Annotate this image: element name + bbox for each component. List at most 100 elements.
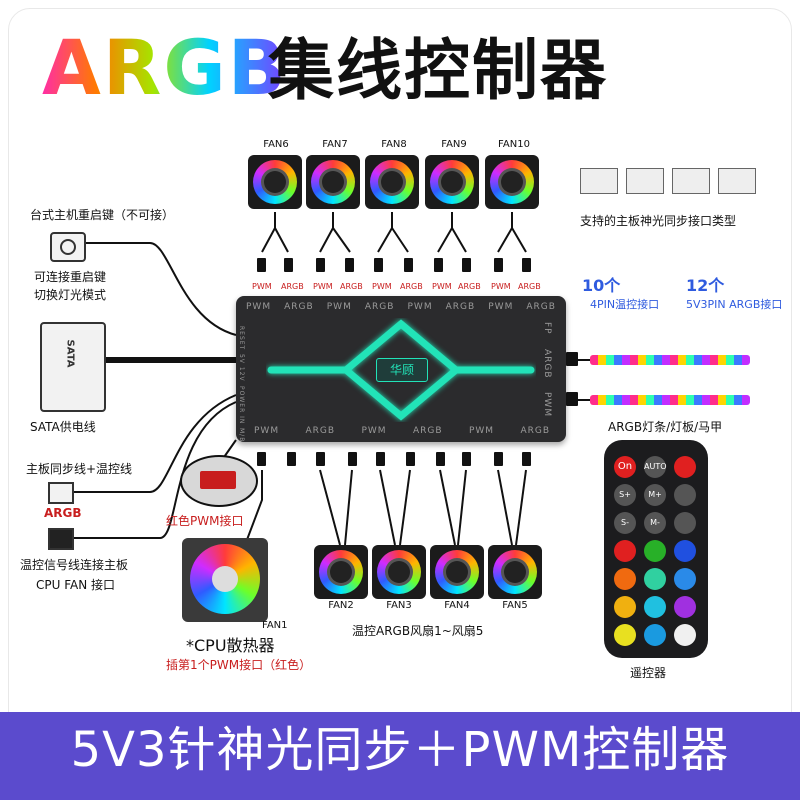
connector-icon [257,258,266,272]
argb-strip-label: ARGB灯条/灯板/马甲 [608,420,723,434]
argb-strip-icon [590,395,750,405]
pin-label: ARGB [518,282,541,291]
remote-color-button[interactable] [644,624,666,646]
reset-no-connect-label: 台式主机重启键（不可接） [30,208,175,222]
count-5v3pin: 12个 [686,276,725,295]
fan-label: FAN2 [328,600,354,611]
sata-power-label: SATA供电线 [30,420,96,434]
connector-icon [376,452,385,466]
plug-first-pwm-label: 插第1个PWM接口（红色） [166,658,312,672]
fan-label: FAN7 [322,139,348,150]
remote-color-button[interactable] [674,624,696,646]
argb-red-label: ARGB [44,506,82,520]
fan-icon [248,155,302,209]
remote-control: On AUTO S+ M+ S- M- [604,440,708,658]
strip-connector-icon [566,352,578,366]
remote-color-button[interactable] [644,596,666,618]
connector-icon [316,258,325,272]
hub-right-edge: FP ARGB PWM [542,322,562,417]
remote-label: 遥控器 [630,666,667,680]
count-4pin: 10个 [582,276,621,295]
red-pwm-connector-zoom [180,455,258,507]
connector-icon [374,258,383,272]
connector-icon [287,452,296,466]
connector-icon [257,452,266,466]
fan-label: FAN5 [502,600,528,611]
hub-port-label: ARGB [526,302,556,312]
remote-color-button[interactable] [674,596,696,618]
connector-icon [345,258,354,272]
bottom-banner [0,712,800,800]
remote-mode-down-button[interactable]: M- [644,512,666,534]
remote-mode-up-button[interactable]: M+ [644,484,666,506]
connector-icon [348,452,357,466]
remote-color-button[interactable] [644,568,666,590]
connector-icon [284,258,293,272]
remote-color-button[interactable] [644,540,666,562]
pin-label: PWM [432,282,452,291]
supported-types-label: 支持的主板神光同步接口类型 [580,214,737,228]
pin-label: ARGB [400,282,423,291]
connector-icon [436,452,445,466]
connector-icon [522,258,531,272]
hub-port-label: RESET [238,326,245,351]
hub-port-label: ARGB [445,302,476,312]
connector-icon [494,452,503,466]
remote-button[interactable] [674,456,696,478]
fan-icon [485,155,539,209]
title-argb: ARGB [42,23,288,112]
remote-color-button[interactable] [614,568,636,590]
hub-bottom-edge: PWM ARGB PWM ARGB PWM ARGB [254,426,550,436]
hub-port-label: PWM [407,302,433,312]
mb-header-types-icons [580,160,764,194]
hub-port-label: ARGB [305,426,336,436]
cpu-cooler-icon [182,538,268,622]
bottom-banner-text: 5V3针神光同步＋PWM控制器 [70,722,730,778]
connector-icon [462,452,471,466]
pin-label: PWM [313,282,333,291]
remote-color-button[interactable] [614,624,636,646]
sata-connector-icon: SATA [40,322,106,412]
remote-color-button[interactable] [674,568,696,590]
hub-port-label: ARGB [520,426,550,436]
fan-icon [430,545,484,599]
hub-port-label: FP [542,322,552,335]
hub-brand-logo: 华顾 [376,358,428,382]
fan-label: FAN3 [386,600,412,611]
remote-color-button[interactable] [614,596,636,618]
connector-icon [406,452,415,466]
connector-icon [494,258,503,272]
remote-auto-button[interactable]: AUTO [644,456,667,478]
remote-on-button[interactable]: On [614,456,636,478]
remote-speed-down-button[interactable]: S- [614,512,636,534]
hub-port-label: PWM [246,302,272,312]
remote-speed-up-button[interactable]: S+ [614,484,636,506]
hub-port-label: ARGB [284,302,314,312]
fan1-label: FAN1 [262,620,288,631]
argb-header-icon [48,482,74,504]
hub-port-label: PWM [542,392,552,418]
remote-color-button[interactable] [614,540,636,562]
remote-brightness-down-button[interactable] [674,512,696,534]
fan-icon [306,155,360,209]
fan-icon [314,545,368,599]
connector-icon [316,452,325,466]
connector-icon [522,452,531,466]
fan-label: FAN8 [381,139,407,150]
remote-brightness-up-button[interactable] [674,484,696,506]
pin-label: PWM [491,282,511,291]
temp-signal-label-2: CPU FAN 接口 [36,578,116,592]
remote-color-button[interactable] [674,540,696,562]
hub-left-edge: RESET 5V 12V POWER IN M/B [238,326,258,443]
title-main: 集线控制器 [268,32,608,109]
label-5v3pin: 5V3PIN ARGB接口 [686,298,783,311]
hub-top-edge: PWM ARGB PWM ARGB PWM ARGB PWM ARGB [246,302,556,312]
hub-port-label: ARGB [542,348,552,379]
fan-label: FAN9 [441,139,467,150]
sata-text: SATA [64,339,76,368]
reset-button-icon [50,232,86,262]
hub-port-label: PWM [361,426,387,436]
hub-port-label: M/B [238,428,245,443]
hub-controller: PWM ARGB PWM ARGB PWM ARGB PWM ARGB PWM … [236,296,566,443]
